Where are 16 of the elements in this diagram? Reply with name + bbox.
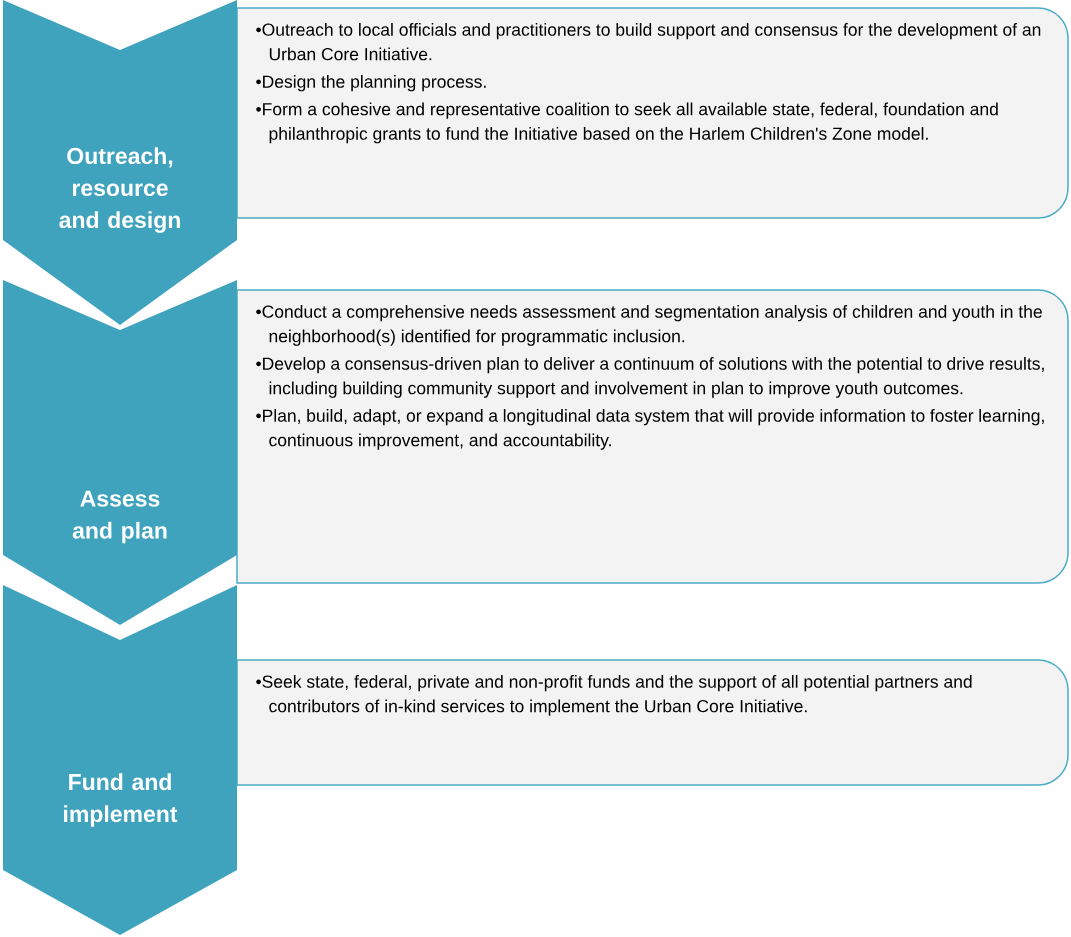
step-banner: Outreach, resource and design	[3, 0, 237, 325]
bullet-text: •Develop a consensus-driven plan to deliver a continuum of solutions with the potential to drive results, including building community support and involvement in plan to improve youth outcomes.	[256, 357, 1044, 398]
bullet-text: •Seek state, federal, private and non-profit funds and the support of all potential partners and contributors of in-kind services to implement the Urban Core Initiative.	[256, 675, 972, 716]
text-box	[236, 289, 1069, 584]
bullet-text: •Form a cohesive and representative coalition to seek all available state, federal, foundation and philanthropic grants to fund the Initiative based on the Harlem Children's Zone model.	[256, 102, 998, 144]
text-box	[236, 659, 1069, 786]
bullet-text: •Plan, build, adapt, or expand a longitudinal data system that will provide information to foster learning, continuous improvement, and accountability.	[256, 409, 1044, 450]
node-label: Outreach, resource and design	[59, 147, 180, 233]
node-label: Fund and implement	[64, 773, 178, 827]
text-box	[236, 7, 1069, 219]
step-banner: Assess and plan	[3, 280, 237, 625]
step-banner: Fund and implement	[3, 585, 237, 935]
bullet-text: •Design the planning process.	[256, 75, 486, 92]
bullet-text: •Outreach to local officials and practitioners to build support and consensus for the development of an Urban Core Initiative.	[256, 23, 1041, 61]
node-label: Assess and plan	[72, 490, 167, 544]
bullet-text: •Conduct a comprehensive needs assessment and segmentation analysis of children and youth in the neighborhood(s) identified for programmatic inclusion.	[256, 305, 1042, 346]
